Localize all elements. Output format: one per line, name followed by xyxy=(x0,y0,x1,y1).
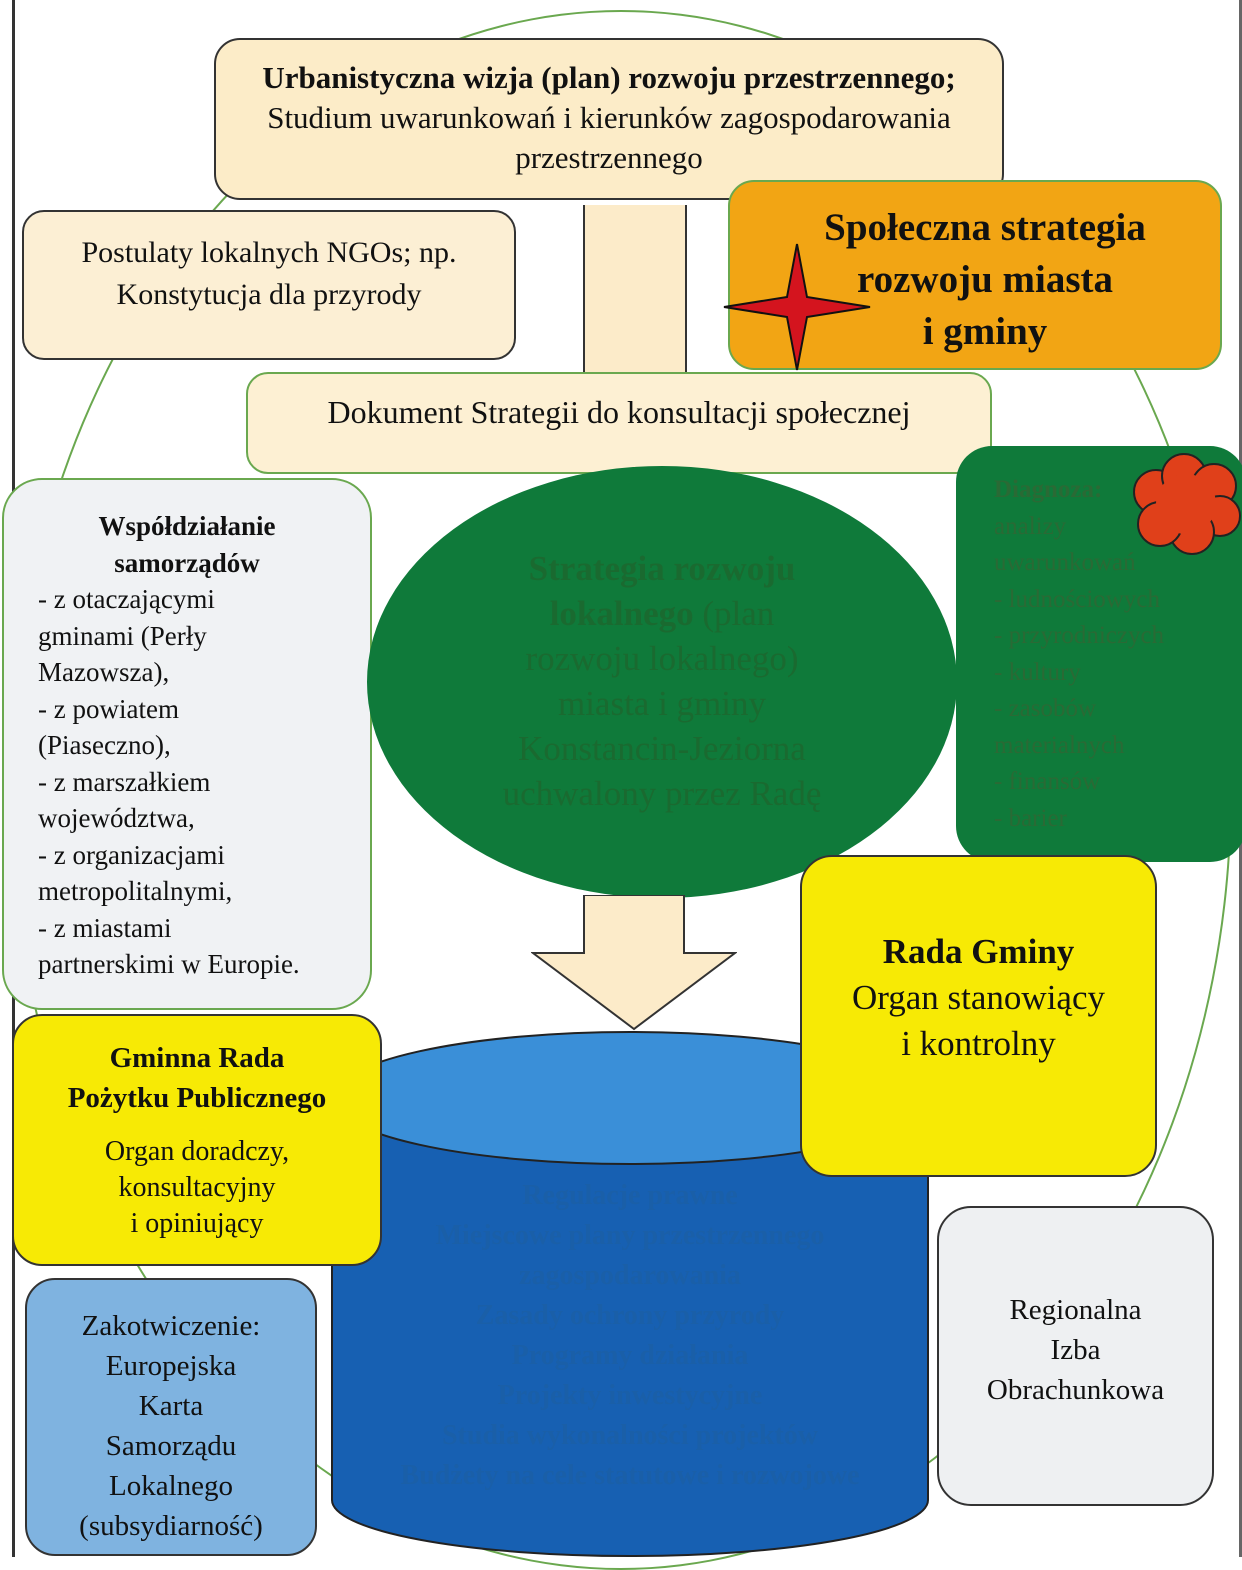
public-benefit-line2: konsultacyjny xyxy=(118,1172,276,1203)
ngo-box: Postulaty lokalnych NGOs; np. Konstytucj… xyxy=(22,210,516,360)
diagnosis-item: materialnych xyxy=(994,731,1125,759)
cooperation-item: - z organizacjami xyxy=(38,839,225,870)
vision-line2: Studium uwarunkowań i kierunków zagospod… xyxy=(267,100,951,135)
strategy-line5: Konstancin-Jeziorna xyxy=(518,729,806,768)
regulations-text: Regulacje prawne Miejscowe plany przestr… xyxy=(340,1176,920,1496)
council-line2: Organ stanowiący xyxy=(851,978,1106,1017)
connector-arrow-top xyxy=(583,205,687,385)
cooperation-item: (Piaseczno), xyxy=(38,730,171,760)
anchoring-line: Samorządu xyxy=(105,1430,237,1462)
anchoring-box: Zakotwiczenie: Europejska Karta Samorząd… xyxy=(25,1278,317,1556)
regulations-item: Miejscowe plany przestrzennego xyxy=(435,1220,825,1251)
strategy-document-text: Dokument Strategii do konsultacji społec… xyxy=(327,394,911,430)
municipal-council-box: Rada Gminy Organ stanowiący i kontrolny xyxy=(800,855,1157,1177)
cooperation-item: województwa, xyxy=(38,803,195,833)
down-arrow-icon xyxy=(531,895,737,1031)
anchoring-line: Europejska xyxy=(105,1350,237,1382)
public-benefit-title-line2: Pożytku Publicznego xyxy=(67,1082,327,1114)
diagnosis-item: - barier xyxy=(994,804,1067,832)
ngo-line1: Postulaty lokalnych NGOs; np. xyxy=(81,236,457,269)
regulations-item: Projekty inwestycyjne xyxy=(497,1380,763,1411)
regional-audit-chamber-box: Regionalna Izba Obrachunkowa xyxy=(937,1206,1214,1506)
cooperation-item: - z marszałkiem xyxy=(38,766,211,797)
cooperation-item: - z powiatem xyxy=(38,693,179,724)
cloud-icon xyxy=(1133,453,1241,555)
rio-line: Obrachunkowa xyxy=(986,1374,1165,1406)
strategy-title-line1: Strategia rozwoju xyxy=(528,549,796,588)
cooperation-title-line2: samorządów xyxy=(114,547,260,578)
diagnosis-title: Diagnoza: xyxy=(994,476,1103,503)
regulations-item: Regulacje prawne xyxy=(522,1180,738,1211)
rio-line: Regionalna xyxy=(1009,1294,1142,1326)
anchoring-line: Zakotwiczenie: xyxy=(81,1310,261,1342)
diagnosis-item: analizy xyxy=(994,512,1067,540)
strategy-document-box: Dokument Strategii do konsultacji społec… xyxy=(246,372,992,474)
regulations-item: Budżety na cele statutowe i rozwojowe xyxy=(400,1460,860,1491)
regulations-cylinder xyxy=(331,1031,929,1557)
cooperation-item: metropolitalnymi, xyxy=(38,876,233,906)
vision-box: Urbanistyczna wizja (plan) rozwoju przes… xyxy=(214,38,1004,200)
strategy-line4: miasta i gminy xyxy=(557,684,767,723)
strategy-title-line2: lokalnego xyxy=(549,594,694,633)
diagnosis-item: - ludnościowych xyxy=(994,585,1160,613)
strategy-title-line2-suffix: (plan xyxy=(693,594,775,633)
diagnosis-item: - finansów xyxy=(994,768,1101,795)
cooperation-item: Mazowsza), xyxy=(38,657,170,687)
regulations-item: Programy działania xyxy=(511,1340,749,1371)
social-strategy-line3: i gminy xyxy=(922,310,1048,353)
anchoring-line: Karta xyxy=(138,1390,204,1422)
regulations-item: zagospodarowania xyxy=(519,1260,741,1291)
cooperation-item: - z miastami xyxy=(38,912,172,943)
public-benefit-line1: Organ doradczy, xyxy=(104,1136,290,1167)
cooperation-item: gminami (Perły xyxy=(38,620,207,651)
star-icon xyxy=(723,243,871,371)
cooperation-item: - z otaczającymi xyxy=(38,584,215,614)
rio-line: Izba xyxy=(1050,1334,1101,1366)
council-line3: i kontrolny xyxy=(901,1024,1056,1063)
regulations-item: Zasady ochrony przyrody xyxy=(475,1300,785,1331)
cooperation-item: partnerskimi w Europie. xyxy=(38,949,300,979)
regulations-item: Studia wykonalności projektów xyxy=(441,1420,818,1451)
anchoring-line: (subsydiarność) xyxy=(79,1510,263,1542)
public-benefit-line3: i opiniujący xyxy=(130,1208,264,1239)
strategy-line6: uchwalony przez Radę xyxy=(502,774,822,813)
social-strategy-box: Społeczna strategia rozwoju miasta i gmi… xyxy=(728,180,1222,370)
local-strategy-ellipse: Strategia rozwoju lokalnego (plan rozwoj… xyxy=(367,466,957,898)
diagnosis-item: uwarunkowań xyxy=(994,549,1136,576)
ngo-line2: Konstytucja dla przyrody xyxy=(116,278,422,311)
vision-line3: przestrzennego xyxy=(515,140,703,175)
cooperation-title-line1: Współdziałanie xyxy=(98,511,276,541)
diagnosis-item: - zasobów xyxy=(994,695,1097,722)
diagnosis-item: - przyrodniczych xyxy=(994,622,1165,649)
social-strategy-line2: rozwoju miasta xyxy=(857,258,1113,301)
public-benefit-council-box: Gminna Rada Pożytku Publicznego Organ do… xyxy=(12,1014,382,1266)
social-strategy-line1: Społeczna strategia xyxy=(824,206,1146,249)
anchoring-line: Lokalnego xyxy=(108,1470,233,1502)
public-benefit-title-line1: Gminna Rada xyxy=(109,1042,285,1074)
cooperation-box: Współdziałanie samorządów - z otaczający… xyxy=(2,478,372,1010)
strategy-line3: rozwoju lokalnego) xyxy=(525,639,799,678)
vision-title: Urbanistyczna wizja (plan) rozwoju przes… xyxy=(262,60,956,95)
diagnosis-item: - kultury xyxy=(994,658,1081,686)
council-title: Rada Gminy xyxy=(882,932,1075,971)
